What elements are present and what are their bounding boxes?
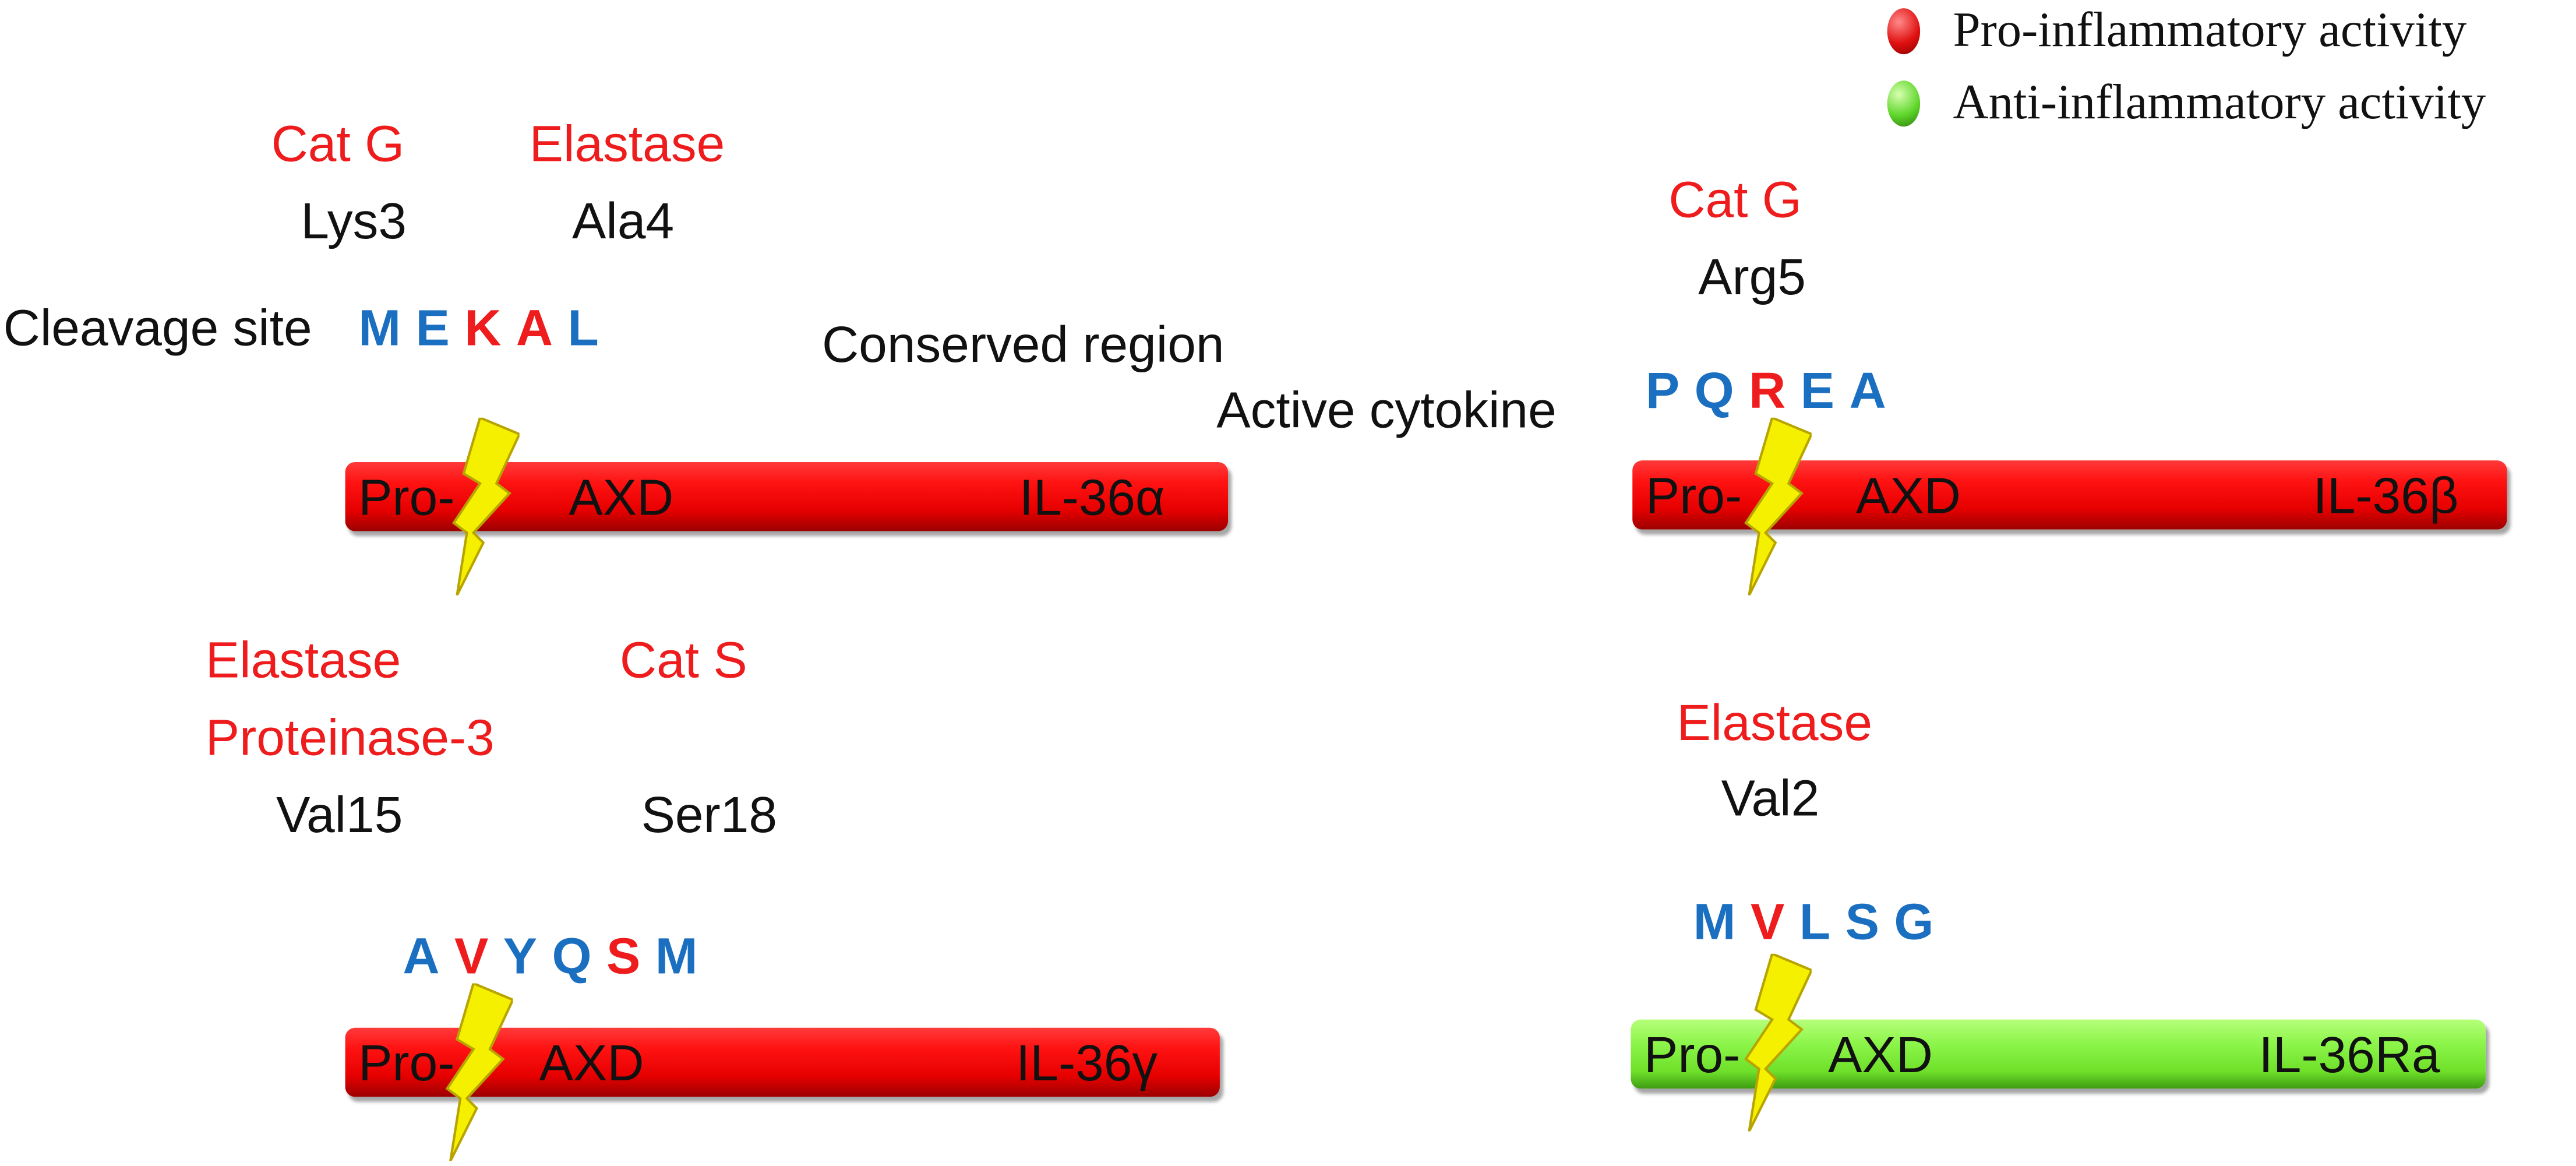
il36g-enzyme-cats: Cat S [619, 631, 747, 689]
il36ra-domain: AXD [1828, 1026, 1933, 1084]
il36g-residue-letter: Q [552, 927, 592, 985]
il36a-residue-lys3: Lys3 [301, 192, 407, 250]
il36a-cleavage-bolt-icon [452, 417, 520, 596]
il36g-residue-letter: M [655, 927, 698, 985]
il36g-enzyme-proteinase3: Proteinase-3 [205, 709, 495, 767]
il36a-residue-ala4: Ala4 [572, 192, 675, 250]
il36g-enzyme-elastase: Elastase [205, 631, 401, 689]
il36g-cleavage-bolt-icon [445, 983, 513, 1161]
il36ra-prefix: Pro- [1644, 1026, 1741, 1084]
il36b-residue-letter: R [1749, 361, 1786, 420]
active-cytokine-label: Active cytokine [1216, 381, 1557, 439]
il36g-name: IL-36γ [1015, 1034, 1158, 1092]
il36ra-residue-letter: L [1799, 893, 1831, 951]
il36b-prefix: Pro- [1645, 467, 1742, 525]
il36b-residue-arg5: Arg5 [1698, 248, 1806, 306]
il36g-prefix: Pro- [358, 1034, 455, 1092]
il36g-residue-ser18: Ser18 [641, 785, 778, 844]
il36ra-residue-letter: M [1693, 893, 1736, 951]
conserved-region-label: Conserved region [822, 315, 1225, 374]
il36b-cleavage-bolt-icon [1744, 417, 1812, 596]
il36g-residue-val15: Val15 [276, 785, 403, 844]
il36b-residue-letter: E [1800, 361, 1835, 420]
il36g-domain: AXD [539, 1034, 644, 1092]
il36b-name: IL-36β [2313, 467, 2459, 525]
il36ra-enzyme-elastase: Elastase [1677, 693, 1872, 752]
il36b-domain: AXD [1856, 467, 1961, 525]
il36a-residue-letter: K [464, 299, 502, 357]
legend-pro: Pro-inflammatory activity [1887, 3, 2467, 59]
legend-pro-label: Pro-inflammatory activity [1953, 3, 2467, 58]
legend-anti: Anti-inflammatory activity [1887, 76, 2486, 132]
il36a-domain: AXD [569, 468, 674, 527]
anti-inflammatory-dot [1887, 80, 1921, 127]
il36a-residue-letter: A [516, 299, 553, 357]
il36ra-residue-letter: V [1750, 893, 1785, 951]
il36g-residue-letter: V [454, 927, 489, 985]
cleavage-site-label: Cleavage site [3, 299, 312, 357]
il36ra-residue-letter: S [1845, 893, 1879, 951]
il36a-residue-letter: M [358, 299, 401, 357]
pro-inflammatory-dot [1887, 8, 1921, 55]
il36ra-cleavage-bolt-icon [1744, 953, 1812, 1132]
il36a-name: IL-36α [1019, 468, 1165, 527]
il36b-residue-letter: A [1849, 361, 1886, 420]
il36b-residue-letter: P [1645, 361, 1680, 420]
il36a-residue-letter: E [415, 299, 450, 357]
il36a-residue-letter: L [567, 299, 599, 357]
il36a-prefix: Pro- [358, 468, 455, 527]
il36b-residue-letter: Q [1694, 361, 1734, 420]
il36a-enzyme-elastase: Elastase [529, 115, 725, 173]
il36ra-residue-letter: G [1894, 893, 1934, 951]
il36ra-name: IL-36Ra [2259, 1026, 2440, 1084]
il36b-enzyme-catg: Cat G [1668, 171, 1802, 229]
il36ra-residue-val2: Val2 [1721, 769, 1820, 827]
il36g-residue-letter: Y [503, 927, 538, 985]
legend-anti-label: Anti-inflammatory activity [1953, 75, 2486, 130]
il36a-enzyme-catg: Cat G [271, 115, 405, 173]
il36g-residue-letter: A [403, 927, 440, 985]
il36g-residue-letter: S [606, 927, 641, 985]
